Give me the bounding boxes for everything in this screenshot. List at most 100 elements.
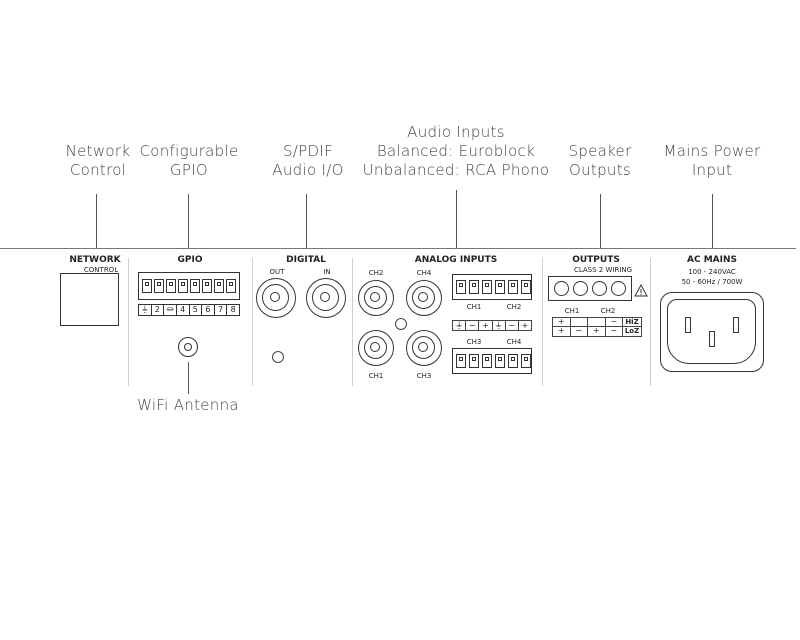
callout-line: Control	[69, 161, 127, 179]
callout-line: Speaker	[568, 142, 632, 160]
spdif-in-connector[interactable]	[306, 278, 346, 318]
rca-pin	[370, 342, 380, 352]
euro-terminal	[456, 280, 466, 294]
outputs-loz-row: + − + − LoZ	[552, 327, 642, 337]
section-divider	[128, 258, 129, 386]
outputs-hiz-row: + − HiZ	[552, 317, 642, 327]
euro-bottom-ch3-label: CH3	[466, 338, 482, 346]
rca-input-ch1[interactable]	[358, 330, 394, 366]
outputs-ch1-label: CH1	[564, 307, 580, 315]
rca-input-ch4[interactable]	[406, 280, 442, 316]
outputs-subtitle: CLASS 2 WIRING	[573, 266, 633, 274]
analog-inputs-title: ANALOG INPUTS	[414, 255, 498, 265]
gpio-terminal	[154, 279, 164, 293]
gpio-title: GPIO	[177, 255, 203, 265]
output-polarity: +	[552, 327, 571, 337]
rca-label-ch1: CH1	[368, 372, 384, 380]
outputs-title: OUTPUTS	[572, 255, 620, 265]
callout-line: Audio Inputs	[407, 123, 505, 141]
rca-pin	[418, 292, 428, 302]
rca-label-ch3: CH3	[416, 372, 432, 380]
rca-input-ch3[interactable]	[406, 330, 442, 366]
leader-wifi	[188, 362, 189, 394]
speaker-output-block[interactable]	[548, 276, 632, 301]
euro-terminal	[469, 280, 479, 294]
rca-label-ch2: CH2	[368, 269, 384, 277]
callout-line: Balanced: Euroblock	[376, 142, 536, 160]
network-title: NETWORK	[69, 255, 121, 265]
euro-terminal	[495, 280, 505, 294]
rca-pin	[418, 342, 428, 352]
gpio-terminal	[166, 279, 176, 293]
rca-ring	[364, 336, 387, 359]
iec-power-inlet[interactable]	[660, 292, 764, 372]
callout-network-control: Network Control	[56, 142, 140, 180]
euroblock-ch1-ch2[interactable]	[452, 274, 532, 300]
speaker-screw-terminal	[573, 281, 588, 296]
euro-bottom-ch4-label: CH4	[506, 338, 522, 346]
leader-speaker	[600, 194, 601, 248]
section-divider	[252, 258, 253, 386]
callout-mains-power: Mains Power Input	[656, 142, 768, 180]
euro-top-ch2-label: CH2	[506, 303, 522, 311]
outputs-ch2-label: CH2	[600, 307, 616, 315]
euro-terminal	[521, 280, 531, 294]
section-divider	[352, 258, 353, 386]
ac-mains-voltage: 100 - 240VAC	[688, 268, 736, 276]
leader-gpio	[188, 194, 189, 248]
callout-line: S/PDIF	[282, 142, 334, 160]
rca-pin	[320, 292, 330, 302]
polarity-label: −	[505, 320, 519, 331]
callout-line: Network	[65, 142, 131, 160]
euro-terminal	[482, 354, 492, 368]
rca-ring	[262, 284, 289, 311]
polarity-label: ⏚	[452, 320, 467, 331]
gpio-terminal-block[interactable]	[138, 272, 240, 300]
rca-label-ch4: CH4	[416, 269, 432, 277]
gpio-pin-label: ⏚	[139, 305, 152, 315]
leader-mains	[712, 194, 713, 248]
callout-speaker-outputs: Speaker Outputs	[558, 142, 642, 180]
ac-mains-rating: 50 - 60Hz / 700W	[681, 278, 743, 286]
output-polarity: +	[552, 317, 571, 327]
polarity-label: ⏚	[492, 320, 506, 331]
gpio-terminal	[190, 279, 200, 293]
euroblock-ch3-ch4[interactable]	[452, 348, 532, 374]
rca-ring	[412, 286, 435, 309]
output-polarity: −	[605, 327, 623, 337]
network-subtitle: CONTROL	[83, 266, 119, 274]
callout-line: WiFi Antenna	[137, 396, 239, 414]
mounting-hole	[395, 318, 407, 330]
rca-ring	[312, 284, 339, 311]
ethernet-port[interactable]	[60, 273, 119, 326]
gpio-pin-label: 7	[215, 305, 228, 315]
callout-line: GPIO	[169, 161, 209, 179]
iec-pin-neutral	[733, 317, 739, 333]
polarity-label: +	[518, 320, 533, 331]
callout-wifi-antenna: WiFi Antenna	[132, 396, 244, 415]
euro-terminal	[469, 354, 479, 368]
gpio-terminal	[178, 279, 188, 293]
callout-line: Outputs	[568, 161, 632, 179]
callout-line: Configurable	[139, 142, 239, 160]
polarity-label: −	[466, 320, 480, 331]
rca-ring	[364, 286, 387, 309]
rca-pin	[270, 292, 280, 302]
iec-pin-live	[685, 317, 691, 333]
euro-terminal	[495, 354, 505, 368]
rca-input-ch2[interactable]	[358, 280, 394, 316]
ac-mains-title: AC MAINS	[687, 255, 737, 265]
gpio-pin-label: 4	[177, 305, 190, 315]
gpio-terminal	[214, 279, 224, 293]
euro-polarity-row: ⏚ − + ⏚ − +	[452, 320, 533, 331]
callout-line: Input	[691, 161, 733, 179]
spdif-out-connector[interactable]	[256, 278, 296, 318]
gpio-pin-label: 6	[202, 305, 215, 315]
wifi-antenna-connector[interactable]	[178, 337, 198, 357]
euro-terminal	[508, 280, 518, 294]
digital-in-label: IN	[323, 268, 331, 276]
gpio-terminal	[226, 279, 236, 293]
polarity-label: +	[479, 320, 493, 331]
leader-spdif	[306, 194, 307, 248]
rca-ring	[412, 336, 435, 359]
